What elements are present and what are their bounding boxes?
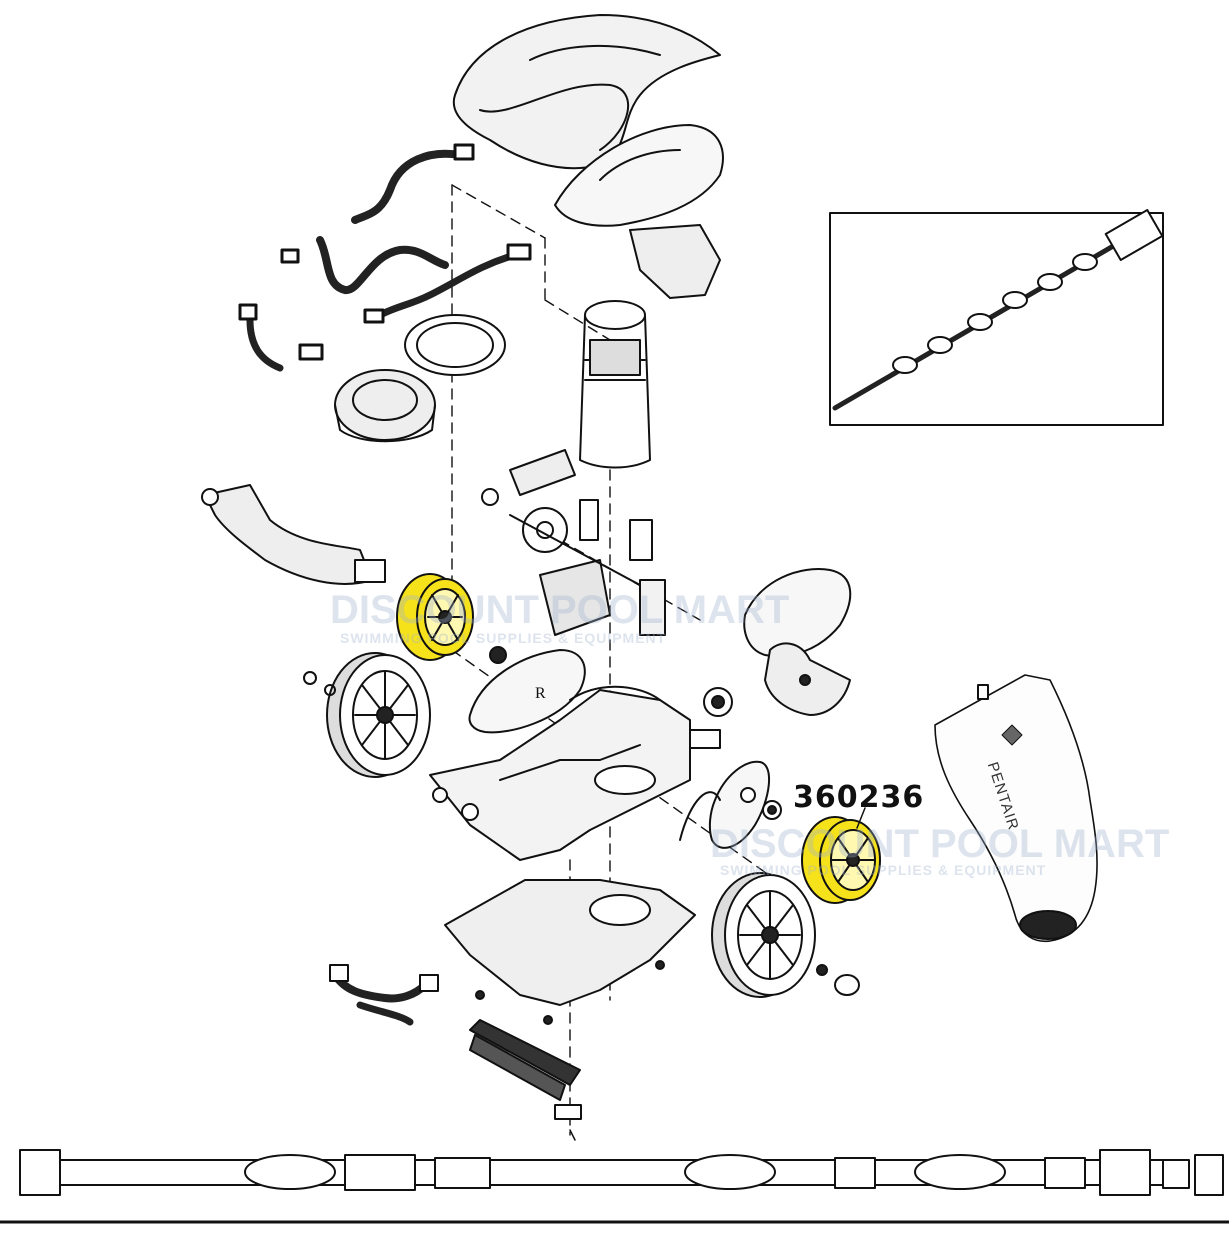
right-side-cover-top [743,568,852,716]
gear-box [481,449,666,636]
watermark-text: DISCOUNT POOL MART [330,588,790,632]
hose-inset-box [829,209,1164,426]
watermark-subtext-2: SWIMMING POOL SUPPLIES & EQUIPMENT [720,862,1047,878]
bumper-shell [554,124,724,299]
left-highlighted-wheel [396,573,474,661]
brush-roller [469,1019,582,1141]
chassis [429,685,691,861]
right-inner-cover [679,760,782,849]
debris-bag [934,674,1098,942]
swivel-connector [201,484,386,585]
top-cover [452,14,721,170]
right-highlighted-wheel [801,807,881,904]
part-number-callout: 360236 [793,780,925,815]
central-tube [579,300,651,469]
watermark-subtext: SWIMMING POOL SUPPLIES & EQUIPMENT [340,630,667,646]
left-side-cover: R [468,646,586,734]
right-large-wheel [711,872,860,998]
left-large-wheel [303,652,431,778]
turbine-housing [334,314,506,443]
hose-assembly-upper [238,143,532,372]
svg-text:R: R [535,685,546,702]
bottom-hose-line [0,1149,1229,1224]
watermark-text-2: DISCOUNT POOL MART [710,822,1170,866]
hose-assembly-lower [329,964,439,1026]
drive-unit [689,687,733,749]
bottom-chassis [444,879,696,1025]
